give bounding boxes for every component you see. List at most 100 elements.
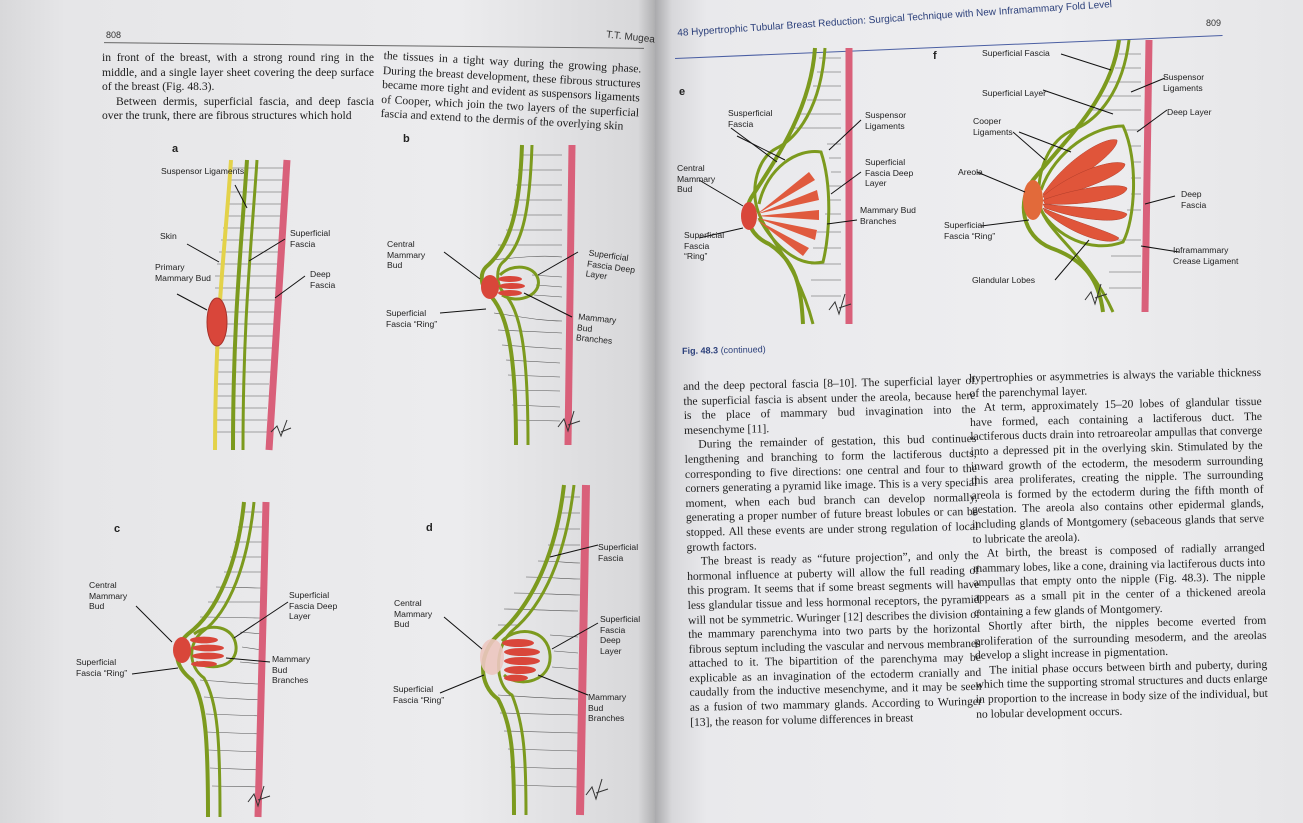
figure-d-drawing	[439, 484, 609, 816]
figure-b-branches	[498, 276, 525, 296]
label-mammary-bud-branches: Mammary Bud Branches	[575, 311, 617, 346]
figure-c-leaders	[131, 601, 289, 675]
label-superficial-fascia-ring: Superficial Fascia “Ring”	[944, 220, 996, 241]
label-central-mammary-bud: Central Mammary Bud	[89, 580, 128, 611]
figure-e-drawing	[698, 47, 862, 325]
label-superficial-fascia-ring: Superficial Fascia “Ring”	[386, 308, 438, 329]
figure-f-leaders	[976, 53, 1180, 281]
paragraph: At birth, the breast is composed of radi…	[972, 540, 1266, 619]
label-superficial-fascia: Superficial Fascia	[290, 228, 331, 249]
label-glandular-lobes: Glandular Lobes	[972, 275, 1036, 285]
figure-d-leaders	[439, 544, 599, 696]
figure-f-ligaments	[1091, 53, 1141, 289]
paragraph: in front of the breast, with a strong ro…	[102, 51, 374, 94]
label-mammary-bud-branches: Mammary Bud Branches	[860, 205, 916, 226]
label-mammary-bud-branches: Mammary Bud Branches	[272, 654, 311, 685]
label-superficial-fascia: Superficial Fascia	[982, 48, 1050, 58]
label-central-mammary-bud: Central Mammary Bud	[394, 598, 433, 629]
figure-f-signature	[1084, 283, 1108, 306]
label-skin: Skin	[160, 231, 177, 241]
label-superficial-fascia-ring: Superficial Fascia “Ring”	[393, 684, 445, 705]
figure-a-fascia-inner	[241, 159, 259, 451]
label-suspensor-ligaments: Suspensor Ligaments	[865, 110, 907, 131]
figure-d-bud	[480, 639, 504, 675]
figure-a-drawing	[176, 159, 306, 451]
paragraph: During the remainder of gestation, this …	[684, 432, 979, 554]
label-superficial-fascia-deep-layer: Superficial Fascia Deep Layer	[865, 157, 914, 188]
caption-text: (continued)	[720, 344, 766, 356]
left-text-col2: the tissues in a tight way during the gr…	[380, 49, 641, 135]
paragraph: The breast is ready as “future projectio…	[686, 548, 982, 729]
figure-b-letter: b	[403, 133, 410, 145]
label-superficial-fascia-ring: Superficial Fascia “Ring”	[684, 230, 725, 261]
figure-a-skin-layer	[213, 159, 233, 451]
label-superficial-fascia-deep-layer: Superficial Fascia Deep Layer	[289, 590, 338, 621]
paragraph: The initial phase occurs between birth a…	[975, 657, 1268, 721]
right-text-col2: hypertrophies or asymmetries is always t…	[969, 366, 1268, 722]
figure-a-leaders	[176, 184, 306, 311]
label-primary-mammary-bud: Primary Mammary Bud	[155, 262, 211, 283]
figure-d-signature	[585, 778, 609, 801]
label-inframammary-crease-ligament: Inframammary Crease Ligament	[1173, 245, 1239, 266]
figure-c-deep-fascia	[254, 501, 270, 818]
label-cooper-ligaments: Cooper Ligaments	[973, 116, 1013, 137]
figure-c-fascia-inner	[190, 501, 256, 818]
label-central-mammary-bud: Central Mammary Bud	[677, 163, 716, 194]
figure-c-branches	[190, 636, 224, 667]
figure-c-bud	[173, 637, 191, 663]
figure-e-fascia	[745, 47, 817, 325]
label-central-mammary-bud: Central Mammary Bud	[387, 239, 426, 270]
figure-e-fascia-inner	[753, 47, 827, 325]
figure-a-bud	[206, 297, 228, 347]
paragraph: Shortly after birth, the nipples become …	[974, 613, 1267, 663]
label-mammary-bud-branches: Mammary Bud Branches	[588, 692, 627, 723]
label-superficial-layer: Superficial Layer	[982, 88, 1047, 98]
label-deep-fascia: Deep Fascia	[1181, 189, 1207, 210]
figure-b-fascia-inner	[496, 144, 534, 446]
figure-d-branches	[502, 639, 540, 682]
figure-f-drawing	[976, 39, 1180, 313]
figure-f-areola	[1023, 180, 1043, 220]
label-suspensor-ligaments: Suspensor Ligaments	[1163, 72, 1205, 93]
figure-d-deep-layer	[500, 630, 552, 684]
label-deep-layer: Deep Layer	[1167, 107, 1212, 117]
figure-f-deep-fascia	[1141, 39, 1153, 313]
figure-d-letter: d	[426, 522, 433, 534]
label-areola: Areola	[958, 167, 983, 177]
page-number-left: 808	[106, 30, 122, 40]
left-text-col1: in front of the breast, with a strong ro…	[102, 51, 374, 124]
figure-b-ligaments	[491, 154, 563, 422]
figure-a-letter: a	[172, 143, 179, 155]
figure-f-letter: f	[933, 50, 937, 62]
figure-e-letter: e	[679, 86, 686, 98]
figure-c-signature	[247, 785, 271, 808]
figure-c-deep-layer	[193, 625, 238, 669]
right-page: 48 Hypertrophic Tubular Breast Reduction…	[655, 0, 1303, 823]
label-deep-fascia: Deep Fascia	[310, 269, 336, 290]
figure-b-fascia	[479, 144, 524, 446]
book-gutter	[638, 0, 672, 823]
figure-b-signature	[557, 410, 581, 433]
figure-b-deep-fascia	[564, 144, 576, 446]
figure-a-fascia	[231, 159, 249, 451]
label-suspensor-ligaments: Suspensor Ligaments	[161, 166, 245, 176]
figure-e-bud	[741, 202, 757, 230]
label-superficial-fascia-deep-layer: Superficial Fascia Deep Layer	[585, 247, 636, 282]
figure-caption: Fig. 48.3 (continued)	[682, 344, 766, 356]
label-superficial-fascia-ring: Superficial Fascia “Ring”	[76, 657, 128, 678]
figure-b-leaders	[439, 251, 579, 318]
figure-b-drawing	[439, 144, 581, 446]
running-head-right: 48 Hypertrophic Tubular Breast Reduction…	[677, 0, 1113, 39]
caption-figure-number: Fig. 48.3	[682, 345, 719, 356]
figure-c-drawing	[131, 501, 289, 818]
paragraph: and the deep pectoral fascia [8–10]. The…	[683, 373, 976, 437]
figure-a-deep-fascia	[265, 159, 291, 451]
figure-f-fascia-inner	[1037, 39, 1131, 313]
figure-e-deep-layer	[757, 150, 831, 265]
figure-f-deep-layer	[1039, 124, 1135, 248]
figure-c-letter: c	[114, 523, 121, 535]
figure-b-deep-layer	[498, 265, 540, 301]
figure-e-leaders	[698, 119, 862, 239]
figure-d-deep-fascia	[576, 484, 590, 816]
